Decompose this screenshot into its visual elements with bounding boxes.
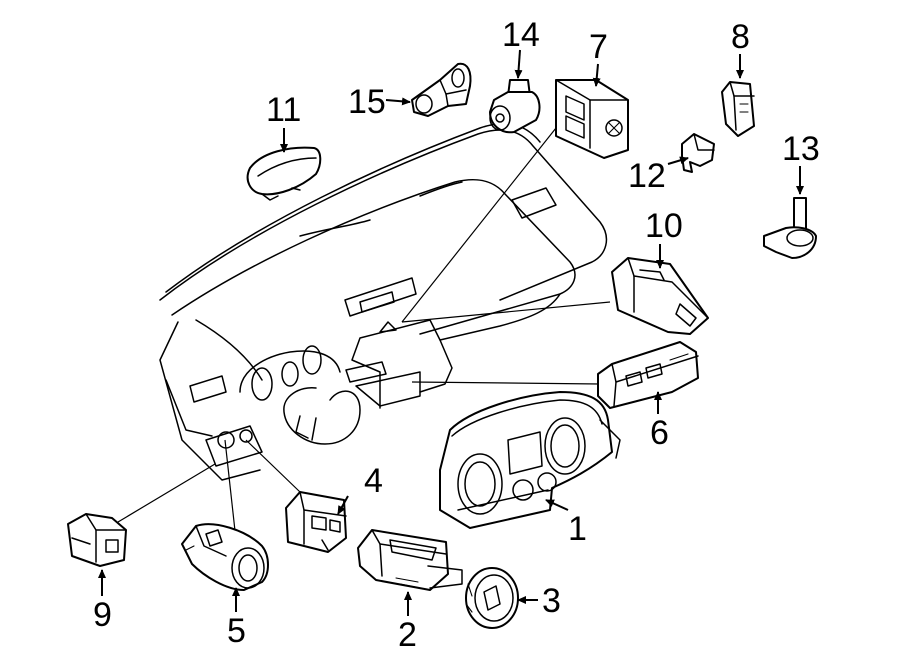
lock-cylinder-part-15 <box>411 62 472 117</box>
switch-housing-part-9 <box>67 513 127 567</box>
callout-8: 8 <box>731 18 750 56</box>
callout-9: 9 <box>93 596 112 634</box>
sensor-part-13 <box>763 197 817 259</box>
callout-2: 2 <box>398 616 417 654</box>
small-switch-part-8 <box>721 81 755 137</box>
callout-3: 3 <box>542 582 561 620</box>
cover-part-11 <box>246 146 322 201</box>
callout-11: 11 <box>266 91 301 129</box>
callout-arrows <box>98 49 804 616</box>
callout-10: 10 <box>645 207 683 245</box>
callout-5: 5 <box>227 612 246 650</box>
callout-6: 6 <box>650 414 669 452</box>
switch-strip-part-6 <box>597 341 699 409</box>
switch-block-part-4 <box>285 491 347 553</box>
callout-1: 1 <box>568 510 587 548</box>
callout-numbers: 1 2 3 4 5 6 7 8 9 10 11 12 13 14 15 <box>93 16 820 654</box>
callout-13: 13 <box>782 130 820 168</box>
round-switch-part-3 <box>465 567 519 629</box>
callout-4: 4 <box>364 462 383 500</box>
control-module-part-2 <box>357 529 463 591</box>
headlight-switch-part-5 <box>181 523 269 591</box>
callout-12: 12 <box>628 157 666 195</box>
clip-part-12 <box>681 133 715 173</box>
switch-housing-part-10 <box>611 257 709 335</box>
callout-15: 15 <box>348 83 386 121</box>
switch-panel-part-7 <box>555 79 629 159</box>
callout-14: 14 <box>502 16 540 54</box>
dashboard-outline <box>159 122 608 481</box>
ignition-part-14 <box>489 79 541 134</box>
callout-7: 7 <box>589 28 608 66</box>
instrument-cluster-part-1 <box>439 391 621 529</box>
leader-lines <box>117 127 611 541</box>
